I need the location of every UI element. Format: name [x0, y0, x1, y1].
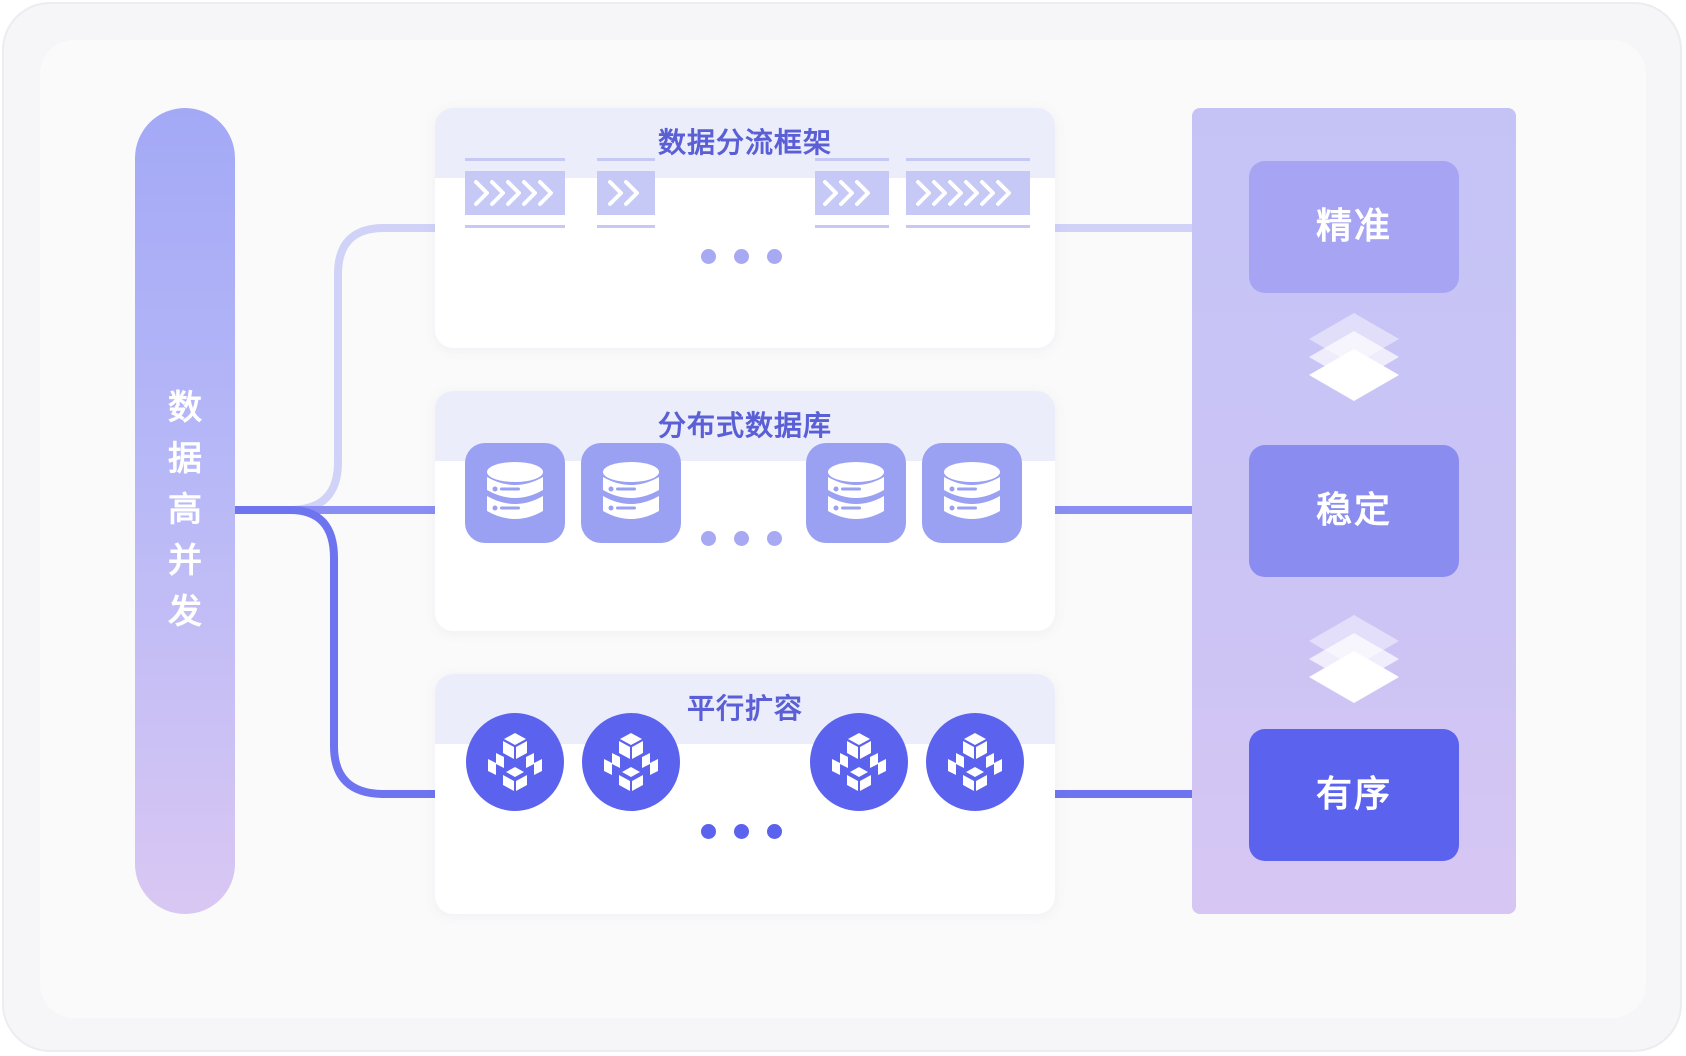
- cube-cluster-icon: [488, 733, 542, 791]
- stacked-layers-icon: [1309, 615, 1399, 703]
- database-tile: [922, 443, 1022, 543]
- stream-block: [465, 158, 565, 228]
- pill-char: 并: [168, 541, 202, 581]
- chevrons-icon: [823, 180, 870, 206]
- connector-to-scaling: [235, 506, 435, 798]
- tile-ordered: 有序: [1249, 729, 1459, 861]
- database-icon: [603, 462, 659, 519]
- connector-to-stream: [235, 224, 435, 514]
- cube-cluster-icon: [604, 733, 658, 791]
- database-icon: [944, 462, 1000, 519]
- database-tile: [581, 443, 681, 543]
- qualities-panel: 精准 稳定 有序: [1192, 108, 1516, 914]
- tile-precise: 精准: [1249, 161, 1459, 293]
- pill-char: 数: [168, 388, 202, 428]
- card-distributed-database: 分布式数据库: [435, 391, 1055, 631]
- card-title: 数据分流框架: [435, 108, 1055, 178]
- cube-node: [466, 713, 564, 811]
- stream-block: [906, 158, 1030, 228]
- cube-node: [582, 713, 680, 811]
- high-concurrency-pill: 数 据 高 并 发: [135, 108, 235, 914]
- ellipsis-icon: [701, 249, 782, 264]
- stream-block: [815, 158, 889, 228]
- pill-char: 高: [168, 490, 202, 530]
- ellipsis-icon: [701, 824, 782, 839]
- chevrons-icon: [916, 180, 1011, 206]
- stream-block: [597, 158, 655, 228]
- stacked-layers-icon: [1309, 313, 1399, 401]
- pill-label: 数 据 高 并 发: [135, 383, 235, 638]
- database-tile: [806, 443, 906, 543]
- pill-char: 据: [168, 439, 202, 479]
- card-parallel-scaling: 平行扩容: [435, 674, 1055, 914]
- tile-stable: 稳定: [1249, 445, 1459, 577]
- pill-char: 发: [168, 592, 202, 632]
- cube-node: [810, 713, 908, 811]
- chevrons-icon: [608, 180, 639, 206]
- ellipsis-icon: [701, 531, 782, 546]
- chevrons-icon: [474, 180, 553, 206]
- database-icon: [828, 462, 884, 519]
- cube-cluster-icon: [948, 733, 1002, 791]
- database-icon: [487, 462, 543, 519]
- database-tile: [465, 443, 565, 543]
- card-stream-framework: 数据分流框架: [435, 108, 1055, 348]
- cube-cluster-icon: [832, 733, 886, 791]
- cube-node: [926, 713, 1024, 811]
